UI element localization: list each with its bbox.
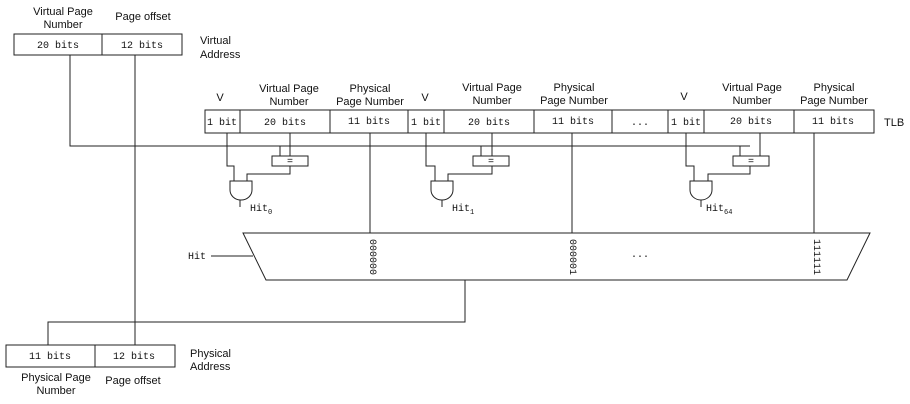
mux-select-1: 000001 [566,239,577,275]
tlb-entry64-ppn-bits: 11 bits [812,116,854,128]
tlb-entry64-vpn-header-line1: Virtual Page [722,82,782,94]
entry1-hit-label: Hit1 [452,203,474,217]
comparators: = = = [271,155,770,168]
tlb-entry1-ppn-header-line1: Physical [554,82,595,94]
physical-address: 11 bits 12 bits Physical Page Number Pag… [5,344,231,397]
multiplexer: Hit 000000 000001 111111 ... [188,232,871,281]
entry1-comparator [472,155,510,167]
va-title-line1: Virtual [200,35,231,47]
pa-ppn-bits: 11 bits [29,351,71,363]
entry0-comparator [271,155,309,167]
wires [47,55,815,345]
mux-select-0: 000000 [366,239,377,275]
entry64-and-gate [689,180,713,201]
entry64-comparator [732,155,770,167]
tlb-entry1-v-header: V [421,92,429,104]
tlb-entry0-ppn-header-line1: Physical [350,83,391,95]
entry1-cmp-to-and [447,166,493,181]
tlb-entry0-vpn-header-line1: Virtual Page [259,83,319,95]
pa-offset-footer: Page offset [105,375,160,387]
tlb-entry64-v-bits: 1 bit [671,117,701,129]
virtual-address: Virtual Page Number Page offset 20 bits … [13,6,241,61]
va-offset-header: Page offset [115,11,170,23]
tlb-entry1-ppn-bits: 11 bits [552,116,594,128]
tlb: V Virtual Page Number Physical Page Numb… [204,82,904,134]
tlb-label: TLB [884,117,904,129]
entry0-valid-wire [226,133,235,181]
tlb-entry0-vpn-header-line2: Number [269,96,308,108]
entry64-valid-wire [685,133,695,181]
mux-select-63: 111111 [810,239,821,275]
va-title-line2: Address [200,49,241,61]
va-offset-bits: 12 bits [121,40,163,52]
tlb-entry64-ppn-header-line1: Physical [814,82,855,94]
mux-body [242,232,871,281]
mux-ellipsis: ... [631,250,649,261]
entry0-and-gate [229,180,253,201]
tlb-entry64-ppn-cell [793,109,875,134]
tlb-entry0-ppn-header-line2: Page Number [336,96,404,108]
tlb-entry0-v-header: V [216,92,224,104]
tlb-entry64-v-header: V [680,91,688,103]
tlb-entry1-v-bits: 1 bit [411,117,441,129]
va-vpn-bits: 20 bits [37,40,79,52]
tlb-entry0-v-bits: 1 bit [207,117,237,129]
pa-title-line2: Address [190,361,231,373]
entry64-comparator-symbol: = [748,157,754,168]
and-gates: Hit0 Hit1 Hit64 [229,180,732,217]
va-vpn-header-line1: Virtual Page [33,6,93,18]
entry1-valid-wire [425,133,436,181]
entry64-hit-label: Hit64 [706,203,732,217]
mux-hit-label: Hit [188,251,206,263]
mux-output-wire [47,280,466,345]
pa-offset-bits: 12 bits [113,351,155,363]
vpn-bus [69,55,750,147]
pa-offset-field [94,344,176,368]
tlb-entry0-ppn-bits: 11 bits [348,116,390,128]
va-offset-field [101,33,183,56]
va-vpn-header-line2: Number [43,19,82,31]
entry1-comparator-symbol: = [488,157,494,168]
tlb-entry0-vpn-bits: 20 bits [264,117,306,129]
pa-ppn-footer-line1: Physical Page [21,372,91,384]
entry1-and-gate [430,180,454,201]
tlb-entry1-vpn-bits: 20 bits [468,117,510,129]
pa-ppn-footer-line2: Number [36,385,75,397]
entry0-comparator-symbol: = [287,157,293,168]
entry0-cmp-to-and [246,166,291,181]
tlb-entry64-ppn-header-line2: Page Number [800,95,868,107]
tlb-entry1-vpn-header-line2: Number [472,95,511,107]
tlb-entry1-vpn-header-line1: Virtual Page [462,82,522,94]
tlb-entry64-vpn-header-line2: Number [732,95,771,107]
tlb-entry1-ppn-header-line2: Page Number [540,95,608,107]
tlb-entry64-vpn-bits: 20 bits [730,116,772,128]
entry0-hit-label: Hit0 [250,203,272,217]
pa-title-line1: Physical [190,348,231,360]
tlb-ellipsis: ... [631,118,649,129]
entry64-cmp-to-and [707,166,751,181]
